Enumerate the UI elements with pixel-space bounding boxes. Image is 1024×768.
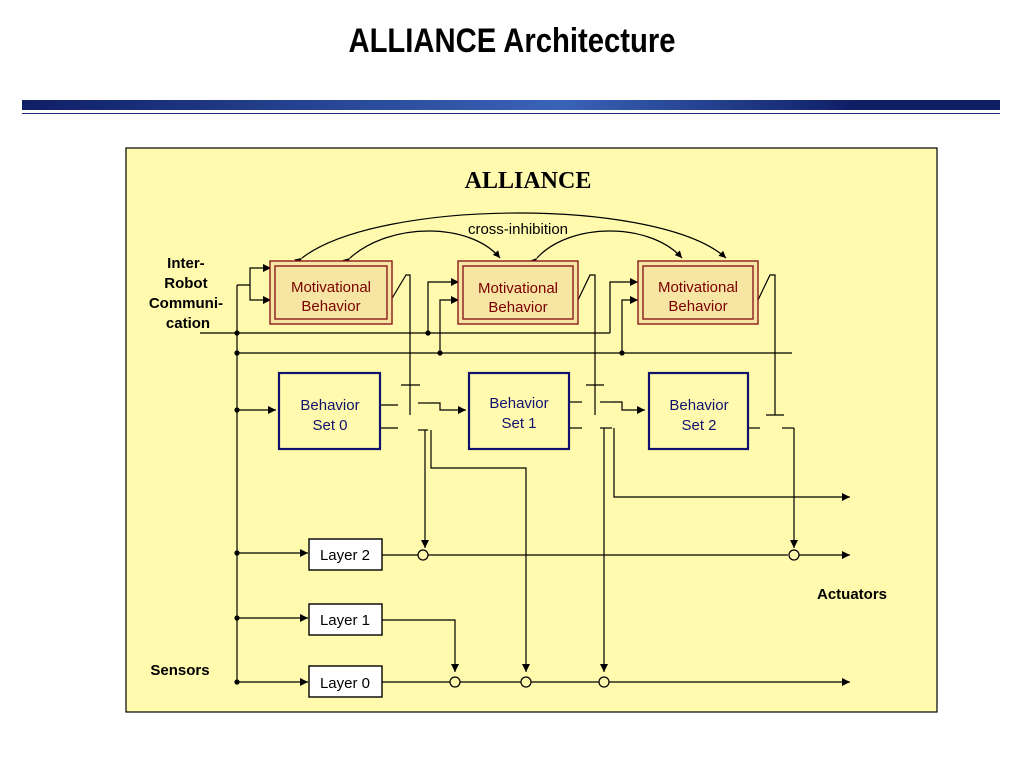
behavior-set-label: Set 2 (681, 417, 716, 434)
behavior-set-2: Behavior Set 2 (647, 371, 750, 451)
motivational-label: Motivational (658, 279, 738, 296)
sensors-label: Sensors (150, 662, 209, 679)
behavior-set-1: Behavior Set 1 (467, 371, 571, 451)
behavior-set-label: Behavior (669, 397, 728, 414)
inter-robot-label-line: Communi- (149, 295, 223, 312)
suppression-nodes (417, 549, 800, 688)
layer-1-box: Layer 1 (308, 603, 383, 636)
inter-robot-label-line: Inter- (167, 255, 205, 272)
slide-title: ALLIANCE Architecture (348, 22, 676, 60)
layer-label: Layer 2 (320, 547, 370, 564)
behavior-set-label: Behavior (489, 395, 548, 412)
panel-title: ALLIANCE (465, 168, 592, 194)
motivational-label: Behavior (488, 299, 547, 316)
behavior-set-label: Set 1 (501, 415, 536, 432)
motivational-label: Motivational (478, 280, 558, 297)
actuators-label: Actuators (817, 586, 887, 603)
cross-inhibition-label: cross-inhibition (468, 221, 568, 238)
motivational-label: Behavior (668, 298, 727, 315)
inter-robot-label-line: cation (166, 315, 210, 332)
layer-2-box: Layer 2 (308, 538, 383, 571)
title-bar-rule (22, 113, 1000, 114)
title-bar (22, 100, 1000, 110)
layer-0-box: Layer 0 (308, 665, 383, 698)
behavior-set-label: Behavior (300, 397, 359, 414)
motivational-behavior-2: Motivational Behavior (637, 260, 759, 325)
inter-robot-label: Inter- Robot Communi- cation (149, 255, 227, 332)
wiring (200, 264, 850, 686)
layer-label: Layer 0 (320, 675, 370, 692)
motivational-behavior-0: Motivational Behavior (269, 260, 393, 325)
motivational-behavior-1: Motivational Behavior (457, 260, 579, 325)
junction-dots (234, 330, 625, 685)
cross-inhibition-arcs (294, 212, 727, 266)
behavior-set-0: Behavior Set 0 (277, 371, 382, 451)
motivational-label: Behavior (301, 298, 360, 315)
layer-label: Layer 1 (320, 612, 370, 629)
motivational-label: Motivational (291, 279, 371, 296)
inter-robot-label-line: Robot (164, 275, 207, 292)
behavior-set-label: Set 0 (312, 417, 347, 434)
